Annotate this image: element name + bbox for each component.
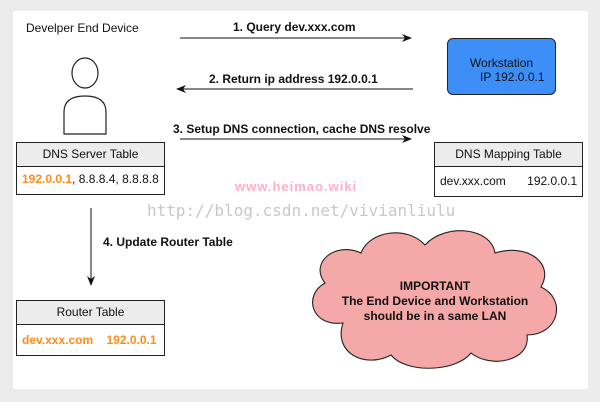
dns-mapping-table: DNS Mapping Table dev.xxx.com 192.0.0.1 bbox=[434, 142, 583, 197]
cloud-line-3: should be in a same LAN bbox=[363, 309, 507, 323]
mapping-domain: dev.xxx.com bbox=[440, 174, 506, 188]
step2-label: 2. Return ip address 192.0.0.1 bbox=[209, 72, 378, 86]
important-cloud bbox=[312, 230, 558, 369]
dns-mapping-table-title: DNS Mapping Table bbox=[435, 143, 582, 167]
dns-mapping-row: dev.xxx.com 192.0.0.1 bbox=[440, 174, 582, 188]
diagram-canvas: Develper End Device 1. Query dev.xxx.com… bbox=[13, 11, 588, 389]
step3-label: 3. Setup DNS connection, cache DNS resol… bbox=[173, 122, 431, 136]
router-table: Router Table dev.xxx.com 192.0.0.1 bbox=[16, 300, 165, 356]
router-domain: dev.xxx.com bbox=[22, 333, 94, 347]
connector-arrows bbox=[87, 34, 413, 286]
router-table-title: Router Table bbox=[17, 301, 164, 325]
user-icon bbox=[63, 57, 107, 135]
watermark-url: http://blog.csdn.net/vivianliulu bbox=[147, 201, 456, 220]
router-row: dev.xxx.com 192.0.0.1 bbox=[22, 333, 164, 347]
workstation-ip: IP 192.0.0.1 bbox=[480, 70, 545, 84]
router-ip: 192.0.0.1 bbox=[106, 333, 157, 347]
workstation-node: Workstation IP 192.0.0.1 bbox=[447, 38, 556, 95]
step1-label: 1. Query dev.xxx.com bbox=[233, 20, 356, 34]
end-device-label: Develper End Device bbox=[26, 21, 139, 35]
workstation-title: Workstation bbox=[469, 56, 534, 70]
dns-server-table-title: DNS Server Table bbox=[17, 143, 164, 167]
dns-server-list: 192.0.0.1, 8.8.8.4, 8.8.8.8 bbox=[22, 172, 164, 186]
dns-server-table: DNS Server Table 192.0.0.1, 8.8.8.4, 8.8… bbox=[16, 142, 165, 195]
step4-label: 4. Update Router Table bbox=[103, 235, 233, 249]
cloud-line-1: IMPORTANT bbox=[399, 279, 471, 293]
watermark-site: www.heimao.wiki bbox=[235, 179, 358, 194]
dns-server-others: , 8.8.8.4, 8.8.8.8 bbox=[72, 172, 159, 186]
dns-server-primary: 192.0.0.1 bbox=[22, 172, 73, 186]
mapping-ip: 192.0.0.1 bbox=[527, 174, 578, 188]
cloud-line-2: The End Device and Workstation bbox=[341, 294, 529, 308]
